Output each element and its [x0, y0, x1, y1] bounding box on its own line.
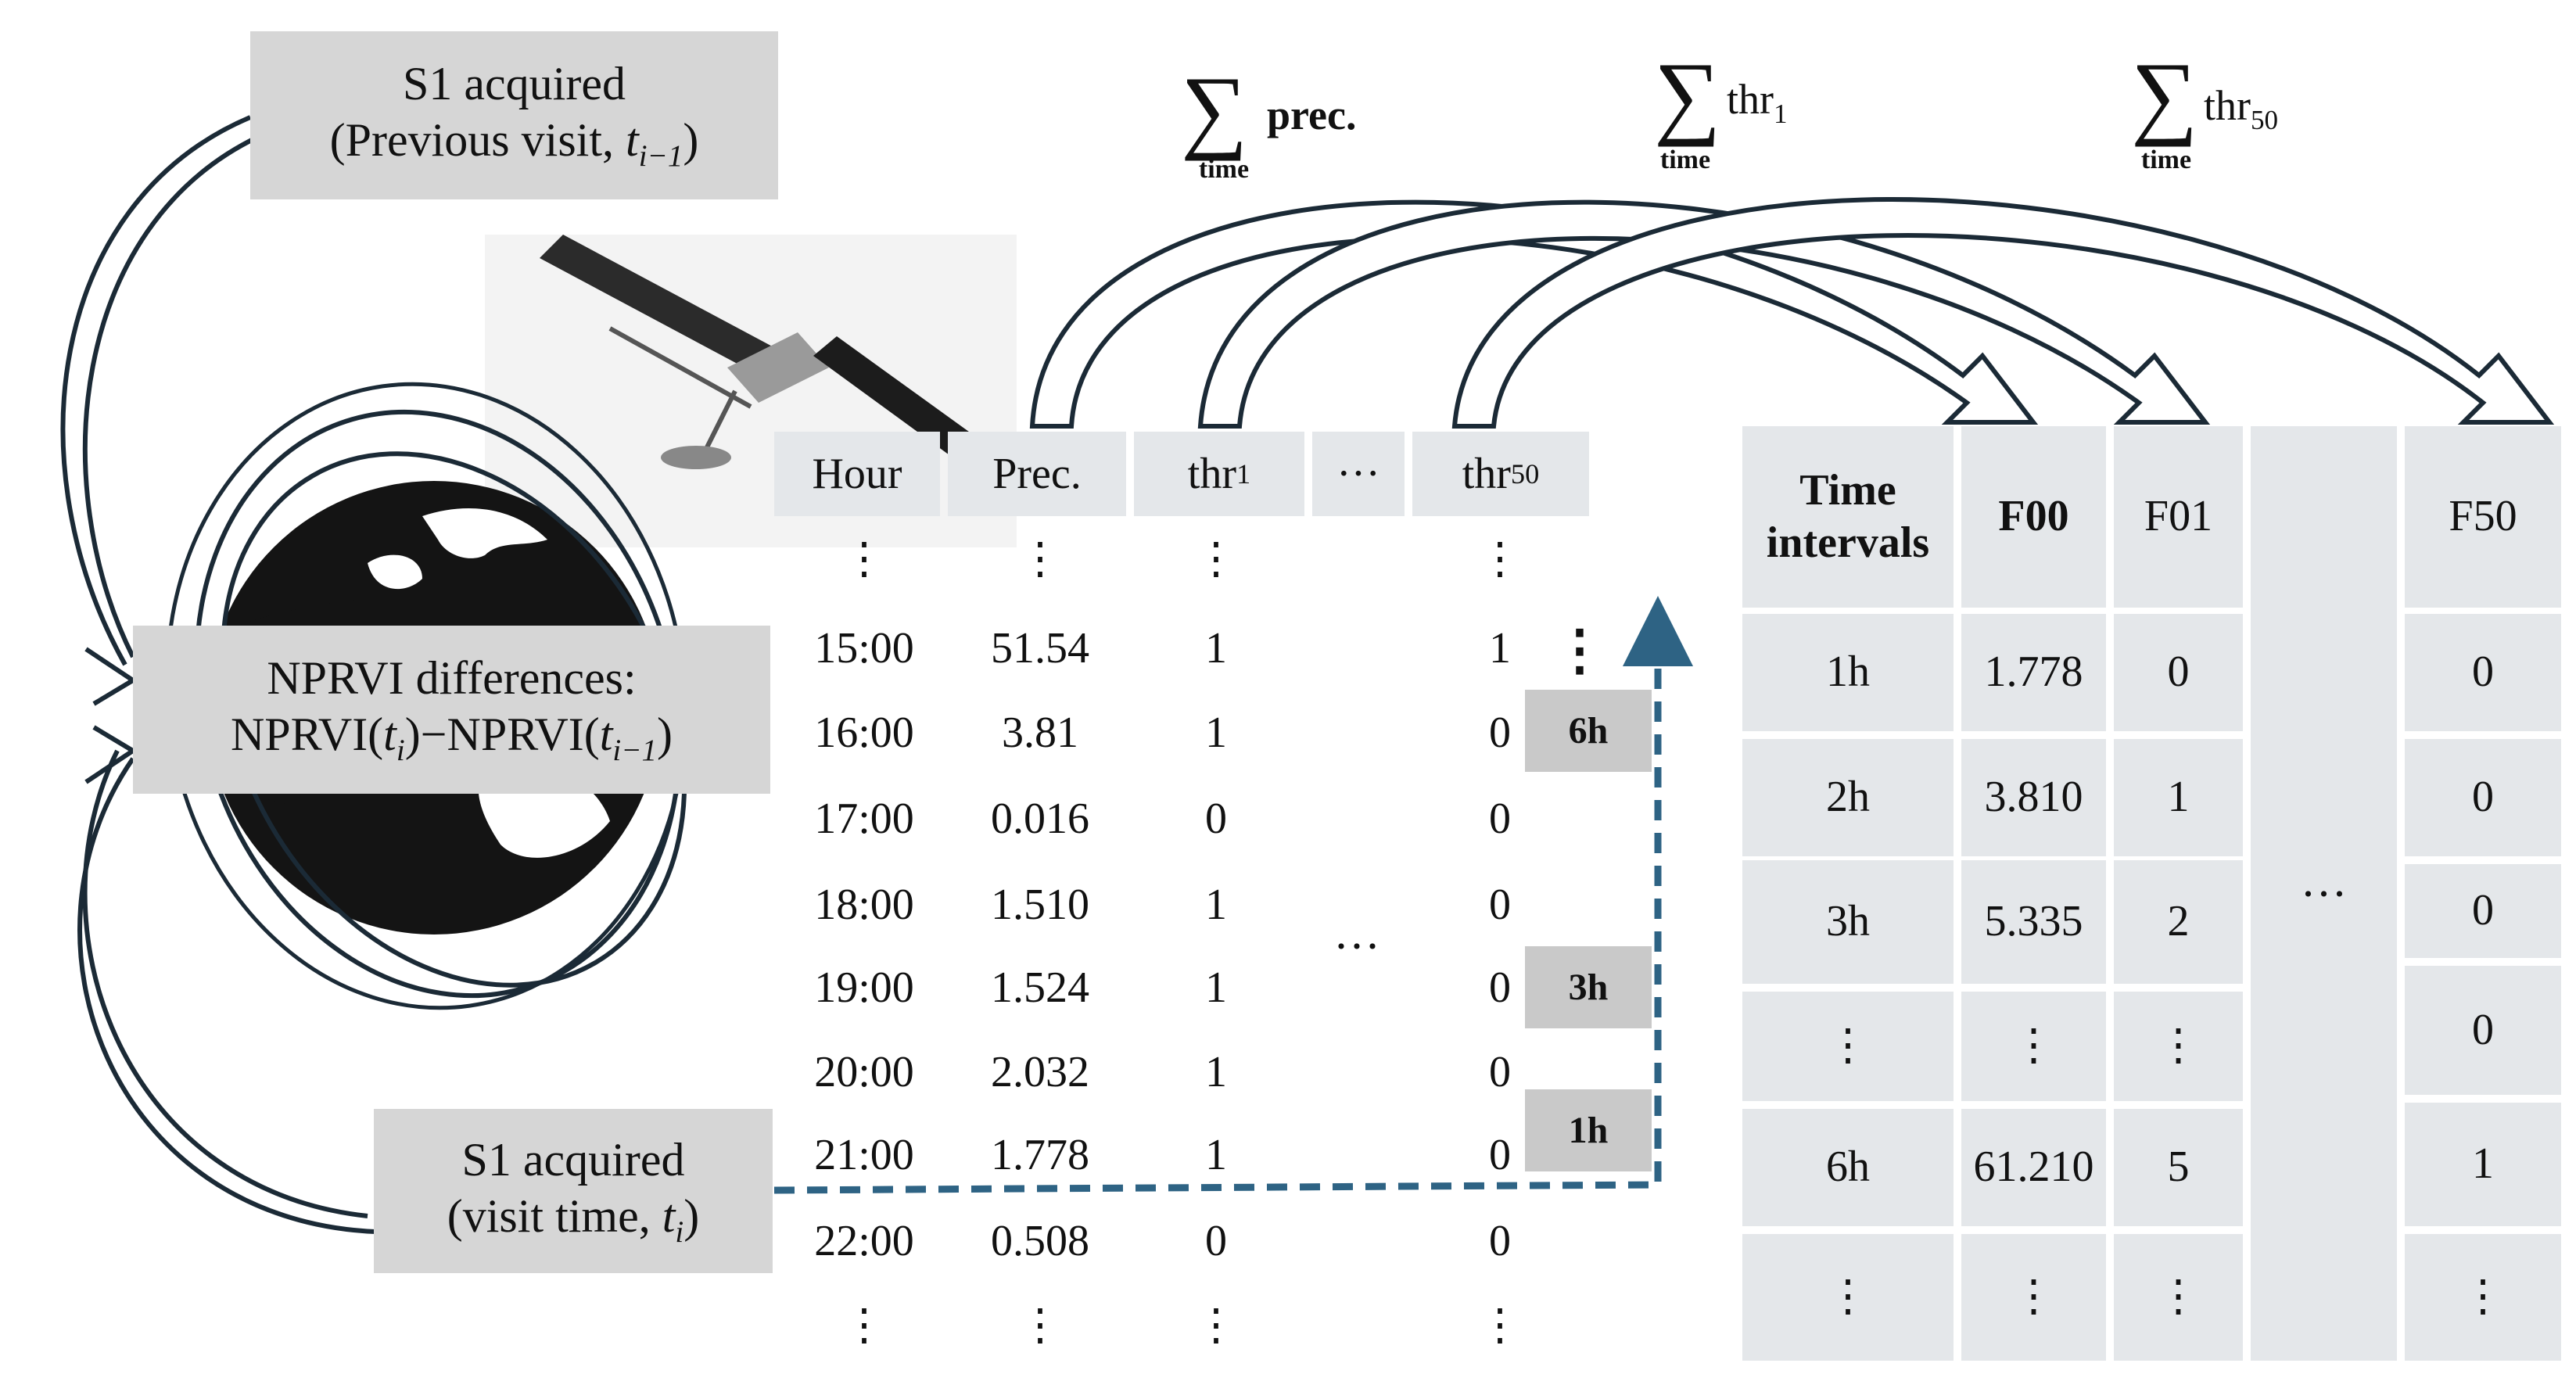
- feature-cell-f00: 3.810: [1961, 739, 2106, 856]
- sum-arrows: [1029, 197, 2555, 429]
- hourly-cell-hour: 18:00: [814, 881, 914, 929]
- hourly-cell-thr1: ⋮: [1194, 1301, 1238, 1350]
- feature-cell-interval: 1h: [1742, 614, 1954, 731]
- satellite-icon: [485, 235, 1017, 547]
- hourly-side-dots: ⋮: [1552, 621, 1607, 681]
- hourly-cell-hour: 17:00: [814, 795, 914, 843]
- nprvi-formula: NPRVI(ti)−NPRVI(ti−1): [230, 709, 673, 768]
- hourly-cell-thr1: 1: [1205, 963, 1227, 1012]
- s1-previous-visit-box: S1 acquired (Previous visit, ti−1): [250, 31, 778, 199]
- s1-visit-line1: S1 acquired: [461, 1133, 685, 1186]
- feature-cell-interval: 6h: [1742, 1109, 1954, 1226]
- dashed-flow-arrow: [773, 596, 1693, 1194]
- hourly-middle-dots: ···: [1333, 920, 1380, 972]
- hourly-cell-hour: ⋮: [842, 1301, 886, 1350]
- feature-cell-f00: 1.778: [1961, 614, 2106, 731]
- feature-cell-f50: 0: [2405, 966, 2561, 1095]
- feature-cell-f01: 1: [2114, 739, 2243, 856]
- hourly-cell-prec: 2.032: [991, 1048, 1089, 1096]
- sum-sub-thr1: time: [1659, 145, 1711, 174]
- feature-cell-f01: ⋮: [2114, 1234, 2243, 1361]
- hourly-cell-hour: 19:00: [814, 963, 914, 1012]
- hourly-cell-hour: 22:00: [814, 1217, 914, 1265]
- nprvi-title: NPRVI differences:: [267, 652, 637, 705]
- interval-tag-3h: 3h: [1525, 946, 1652, 1028]
- hourly-cell-thr50: 0: [1489, 795, 1511, 843]
- header-dots: ···: [1312, 432, 1405, 516]
- hourly-cell-thr1: 0: [1205, 1217, 1227, 1265]
- feature-cell-f01: 5: [2114, 1109, 2243, 1226]
- hourly-cell-prec: 0.016: [991, 795, 1089, 843]
- s1-previous-line1: S1 acquired: [403, 58, 626, 110]
- feature-cell-interval: ⋮: [1742, 992, 1954, 1101]
- hourly-cell-thr1: 1: [1205, 1131, 1227, 1179]
- hourly-cell-thr50: 0: [1489, 1217, 1511, 1265]
- hourly-cell-thr50: 0: [1489, 709, 1511, 757]
- feature-cell-f01: 0: [2114, 614, 2243, 731]
- feature-header-f00: F00: [1961, 426, 2106, 608]
- hourly-cell-thr50: 1: [1489, 624, 1511, 673]
- hourly-cell-prec: ⋮: [1018, 535, 1062, 583]
- sum-symbol-prec: ∑: [1181, 57, 1248, 161]
- sum-label-prec: prec.: [1267, 91, 1357, 138]
- header-hour: Hour: [774, 432, 940, 516]
- hourly-cell-prec: 1.778: [991, 1131, 1089, 1179]
- sum-label-thr1: thr1: [1727, 76, 1788, 129]
- feature-cell-f50: ⋮: [2405, 1234, 2561, 1361]
- hourly-cell-prec: 1.524: [991, 963, 1089, 1012]
- hourly-cell-thr1: ⋮: [1194, 535, 1238, 583]
- hourly-cell-thr50: 0: [1489, 1131, 1511, 1179]
- feature-middle-dots: ···: [2251, 426, 2397, 1361]
- hourly-cell-hour: 20:00: [814, 1048, 914, 1096]
- hourly-cell-thr50: 0: [1489, 1048, 1511, 1096]
- hourly-cell-thr50: 0: [1489, 963, 1511, 1012]
- sum-sub-thr50: time: [2140, 145, 2192, 174]
- sum-sub-prec: time: [1198, 155, 1250, 184]
- feature-cell-f00: 5.335: [1961, 860, 2106, 984]
- hourly-cell-hour: ⋮: [842, 535, 886, 583]
- hourly-cell-thr1: 0: [1205, 795, 1227, 843]
- feature-header-interval: Time intervals: [1742, 426, 1954, 608]
- interval-tag-6h: 6h: [1525, 690, 1652, 772]
- hourly-cell-prec: 51.54: [991, 624, 1089, 673]
- feature-cell-f50: 0: [2405, 864, 2561, 958]
- nprvi-differences-box: NPRVI differences: NPRVI(ti)−NPRVI(ti−1): [133, 626, 770, 794]
- sum-label-thr50: thr50: [2204, 82, 2279, 135]
- feature-header-f50: F50: [2405, 426, 2561, 608]
- hourly-cell-prec: 3.81: [1002, 709, 1078, 757]
- hourly-cell-prec: 0.508: [991, 1217, 1089, 1265]
- hourly-cell-thr50: 0: [1489, 881, 1511, 929]
- sum-symbol-thr50: ∑: [2131, 43, 2198, 147]
- feature-cell-f50: 0: [2405, 614, 2561, 731]
- hourly-cell-prec: ⋮: [1018, 1301, 1062, 1350]
- feature-cell-interval: 2h: [1742, 739, 1954, 856]
- sum-symbol-thr1: ∑: [1654, 43, 1721, 147]
- hourly-cell-thr1: 1: [1205, 1048, 1227, 1096]
- feature-cell-f01: 2: [2114, 860, 2243, 984]
- hourly-cell-thr50: ⋮: [1478, 1301, 1522, 1350]
- hourly-cell-hour: 21:00: [814, 1131, 914, 1179]
- hourly-cell-hour: 15:00: [814, 624, 914, 673]
- hourly-cell-hour: 16:00: [814, 709, 914, 757]
- hourly-cell-thr50: ⋮: [1478, 535, 1522, 583]
- feature-cell-f01: ⋮: [2114, 992, 2243, 1101]
- feature-header-f01: F01: [2114, 426, 2243, 608]
- feature-cell-f50: 0: [2405, 739, 2561, 856]
- feature-cell-interval: 3h: [1742, 860, 1954, 984]
- header-prec: Prec.: [948, 432, 1126, 516]
- hourly-cell-thr1: 1: [1205, 709, 1227, 757]
- feature-cell-f00: ⋮: [1961, 992, 2106, 1101]
- s1-visit-time-box: S1 acquired (visit time, ti): [374, 1109, 773, 1273]
- interval-tag-1h: 1h: [1525, 1089, 1652, 1171]
- hourly-cell-thr1: 1: [1205, 881, 1227, 929]
- feature-cell-interval: ⋮: [1742, 1234, 1954, 1361]
- feature-cell-f50: 1: [2405, 1103, 2561, 1226]
- feature-cell-f00: ⋮: [1961, 1234, 2106, 1361]
- feature-cell-f00: 61.210: [1961, 1109, 2106, 1226]
- hourly-cell-prec: 1.510: [991, 881, 1089, 929]
- hourly-cell-thr1: 1: [1205, 624, 1227, 673]
